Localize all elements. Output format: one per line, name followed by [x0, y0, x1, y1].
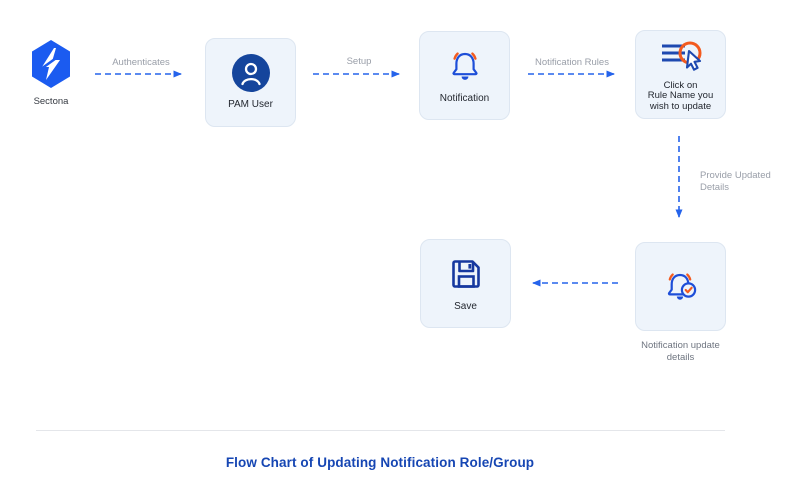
pam-user-label: PAM User: [228, 99, 273, 111]
edge-label-provide-updated-line2: Details: [700, 181, 730, 193]
pam-user-icon: [231, 54, 270, 93]
footer-divider: [36, 430, 725, 431]
edge-label-provide-updated-line1: Provide Updated: [700, 170, 771, 181]
edge-label-authenticates: Authenticates: [112, 57, 170, 68]
flowchart-title: Flow Chart of Updating Notification Role…: [225, 455, 535, 470]
edge-label-provide-updated: Provide Updated Details: [700, 170, 780, 194]
rule-list-cursor-icon: [661, 41, 701, 71]
notification-update-bell-check-icon: [667, 272, 696, 300]
save-floppy-icon: [451, 260, 480, 289]
save-label: Save: [454, 301, 477, 313]
notification-update-caption-line2: details: [666, 352, 695, 364]
click-rule-label: Click on Rule Name you wish to update: [647, 79, 714, 113]
node-click-rule: Click on Rule Name you wish to update: [635, 30, 726, 119]
node-notification: Notification: [419, 31, 510, 120]
sectona-logo-icon: [32, 40, 70, 88]
notification-label: Notification: [439, 93, 490, 105]
edge-label-setup: Setup: [346, 56, 372, 67]
click-rule-line1: Click on: [663, 79, 698, 91]
sectona-label: Sectona: [33, 96, 69, 107]
click-rule-line3: wish to update: [649, 100, 712, 112]
edge-label-notification-rules: Notification Rules: [535, 57, 609, 68]
notification-update-caption: Notification update details: [613, 340, 748, 365]
notification-update-caption-line1: Notification update: [641, 340, 720, 351]
node-notification-update: [635, 242, 726, 331]
notification-bell-icon: [451, 52, 478, 81]
click-rule-line2: Rule Name you: [647, 90, 714, 102]
node-pam-user: PAM User: [205, 38, 296, 127]
node-save: Save: [420, 239, 511, 328]
